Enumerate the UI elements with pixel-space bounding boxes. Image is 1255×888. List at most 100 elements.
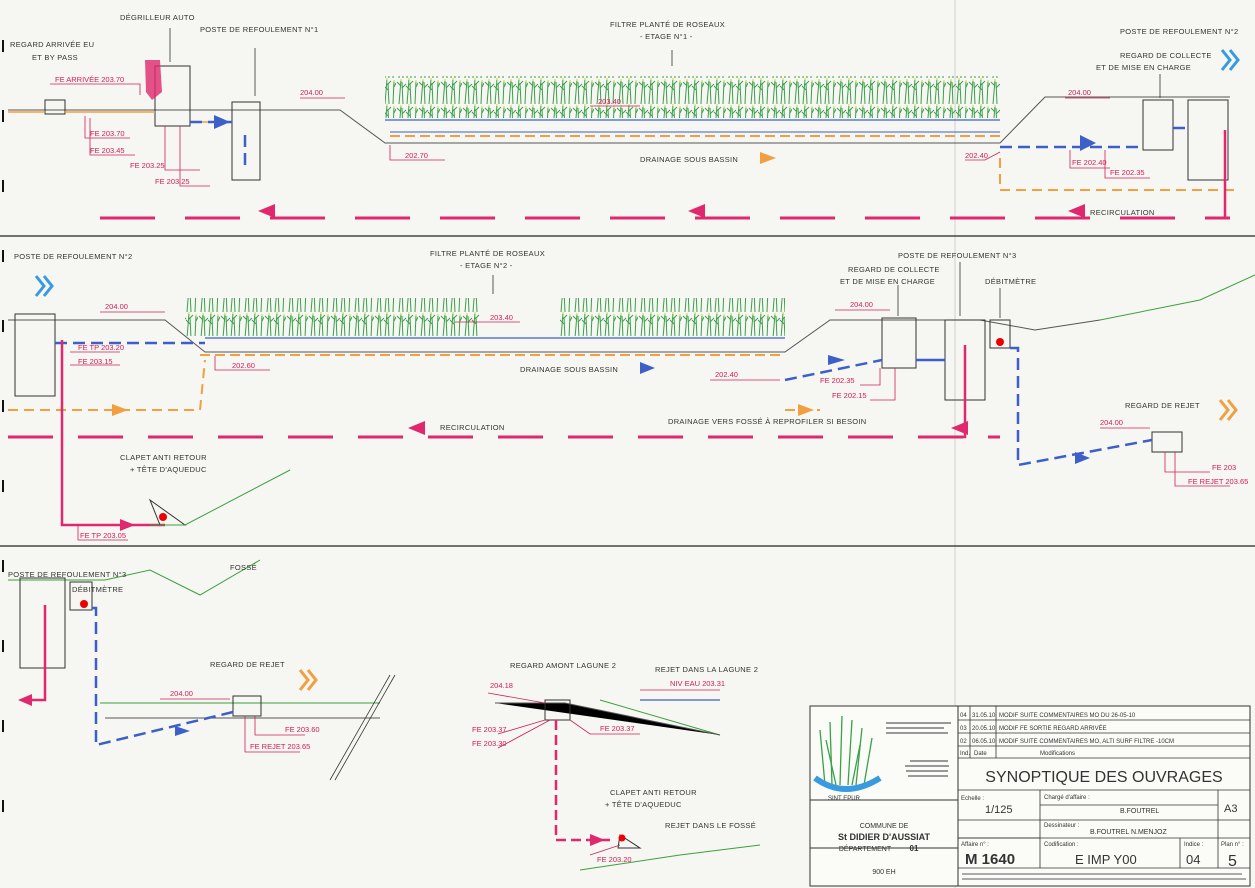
echelle-label: Echelle : — [961, 796, 984, 802]
poste-refoulement-1 — [231, 101, 261, 181]
level-p2-fe-20215: FE 202.15 — [832, 391, 867, 400]
rev-text: MODIF SUITE COMMENTAIRES MO, ALTI SURF F… — [999, 739, 1174, 745]
label-regard-rejet-2: REGARD DE REJET — [1125, 401, 1200, 410]
label-rejet-lagune: REJET DANS LA LAGUNE 2 — [655, 665, 758, 674]
label-regard-collecte-2: ET DE MISE EN CHARGE — [1096, 63, 1191, 72]
regard-rejet-3 — [232, 695, 262, 717]
regard-amont-lagune — [544, 699, 571, 721]
dessinateur-label: Dessinateur : — [1044, 823, 1080, 829]
level-fe-20325-a: FE 203.25 — [130, 161, 165, 170]
title-block: SINT EPUR COMMUNE DE St DIDIER D'AUSSIAT… — [809, 705, 1251, 887]
level-p2-fe-tp-20305: FE TP 203.05 — [80, 531, 126, 540]
regard-collecte-1 — [1142, 99, 1174, 151]
ground-line-1 — [8, 96, 1230, 144]
reed-bed-1 — [385, 76, 1000, 118]
level-p3-fe-20337-a: FE 203.37 — [472, 725, 507, 734]
codification-label: Codification : — [1044, 842, 1079, 848]
commune-label: COMMUNE DE — [860, 823, 909, 830]
level-p3-fe-rejet: FE REJET 203.65 — [250, 742, 310, 751]
level-p2-fe-20315: FE 203.15 — [78, 357, 113, 366]
format-value: A3 — [1224, 803, 1237, 815]
reed-bed-2b — [560, 298, 785, 336]
level-p2-20240: 202.40 — [715, 370, 738, 379]
charge-label: Chargé d'affaire : — [1044, 795, 1090, 801]
indice-label: Indice : — [1184, 842, 1204, 848]
rev-date: 20.05.10 — [972, 726, 996, 732]
label-poste-2: POSTE DE REFOULEMENT N°2 — [1120, 27, 1238, 36]
label-poste-3b: POSTE DE REFOULEMENT N°3 — [8, 570, 126, 579]
level-p2-20400: 204.00 — [105, 302, 128, 311]
label-rejet-fosse: REJET DANS LE FOSSÉ — [665, 821, 756, 830]
label-poste-3: POSTE DE REFOULEMENT N°3 — [898, 251, 1016, 260]
ground-line-2 — [1099, 274, 1255, 321]
level-fe-20345: FE 203.45 — [90, 146, 125, 155]
plan-label: Plan n° : — [1221, 842, 1244, 848]
poste-refoulement-2-top — [1187, 99, 1229, 181]
label-fosse: FOSSÉ — [230, 563, 257, 572]
degrilleur-icon — [145, 60, 162, 100]
level-20400-b: 204.00 — [1068, 88, 1091, 97]
level-p2-20260: 202.60 — [232, 361, 255, 370]
label-regard-collecte-2c: ET DE MISE EN CHARGE — [840, 277, 935, 286]
departement-label: DÉPARTEMENT — [839, 844, 892, 853]
level-p2-20400-b: 204.00 — [850, 300, 873, 309]
level-p2-fe-203: FE 203 — [1212, 463, 1236, 472]
logo-address — [886, 722, 951, 777]
legal-notice — [962, 873, 1246, 880]
rev-text: MODIF FE SORTIE REGARD ARRIVÉE — [999, 725, 1107, 732]
level-fe-20240: FE 202.40 — [1072, 158, 1107, 167]
level-fe-arrivee: FE ARRIVÉE 203.70 — [55, 75, 124, 84]
label-etage-2: - ETAGE N°2 - — [460, 261, 513, 270]
level-p3-20418: 204.18 — [490, 681, 513, 690]
echelle-value: 1/125 — [985, 804, 1013, 816]
label-clapet-3: CLAPET ANTI RETOUR — [610, 788, 697, 797]
label-etage-1: - ETAGE N°1 - — [640, 32, 693, 41]
level-p3-20400: 204.00 — [170, 689, 193, 698]
label-poste-2b: POSTE DE REFOULEMENT N°2 — [14, 252, 132, 261]
level-20240: 202.40 — [965, 151, 988, 160]
label-drainage-fosse: DRAINAGE VERS FOSSÉ À REPROFILER SI BESO… — [668, 417, 866, 426]
label-clapet-3b: + TÊTE D'AQUEDUC — [605, 800, 682, 809]
plan-value: 5 — [1228, 853, 1237, 870]
revision-rows: 04 31.05.10 MODIF SUITE COMMENTAIRES MO … — [960, 713, 1174, 757]
drawing-title: SYNOPTIQUE DES OUVRAGES — [985, 769, 1222, 786]
level-p2-fe-tp-20320: FE TP 203.20 — [78, 343, 124, 352]
level-p2-fe-rejet: FE REJET 203.65 — [1188, 477, 1248, 486]
debitmetre-box-3 — [69, 581, 93, 611]
panel-etage-1: DÉGRILLEUR AUTO REGARD ARRIVÉE EU ET BY … — [8, 13, 1240, 220]
charge-value: B.FOUTREL — [1120, 808, 1159, 815]
level-p3-fe-20337-b: FE 203.37 — [600, 724, 635, 733]
label-filtre-1: FILTRE PLANTÉ DE ROSEAUX — [610, 20, 725, 29]
debitmetre-box — [989, 319, 1011, 349]
panel-rejet: POSTE DE REFOULEMENT N°3 DÉBITMÈTRE FOSS… — [8, 559, 761, 871]
panel-etage-2: POSTE DE REFOULEMENT N°2 FILTRE PLANTÉ D… — [8, 249, 1255, 541]
label-debitmetre-2: DÉBITMÈTRE — [985, 277, 1036, 286]
debitmetre-icon — [996, 338, 1004, 346]
label-regard-arrivee: REGARD ARRIVÉE EU — [10, 40, 94, 49]
label-degrilleur: DÉGRILLEUR AUTO — [120, 13, 195, 22]
level-20270: 202.70 — [405, 151, 428, 160]
eh-value: 900 EH — [872, 869, 895, 876]
logo-text: SINT EPUR — [828, 796, 861, 802]
label-regard-collecte-2b: REGARD DE COLLECTE — [848, 265, 940, 274]
rev-header-ind: Ind. — [960, 751, 970, 757]
label-recirculation-2: RECIRCULATION — [440, 423, 505, 432]
affaire-value: M 1640 — [965, 851, 1015, 868]
level-p3-fe-20320: FE 203.20 — [597, 855, 632, 864]
label-recirculation-1: RECIRCULATION — [1090, 208, 1155, 217]
regard-rejet-2 — [1151, 431, 1183, 453]
level-p3-fe-20330: FE 203.30 — [472, 739, 507, 748]
level-p3-fe-20360: FE 203.60 — [285, 725, 320, 734]
rev-header-modifications: Modifications — [1040, 751, 1075, 757]
label-drainage-2: DRAINAGE SOUS BASSIN — [520, 365, 618, 374]
rev-ind: 04 — [960, 713, 967, 719]
label-regard-arrivee-2: ET BY PASS — [32, 53, 78, 62]
departement-number: 01 — [910, 844, 919, 853]
level-fe-20325-b: FE 203.25 — [155, 177, 190, 186]
commune-name: St DIDIER D'AUSSIAT — [838, 832, 930, 842]
regard-collecte-2 — [881, 317, 917, 369]
level-p2-20400-c: 204.00 — [1100, 418, 1123, 427]
dessinateur-value: B.FOUTREL N.MENJOZ — [1090, 829, 1167, 836]
rev-ind: 02 — [960, 739, 967, 745]
